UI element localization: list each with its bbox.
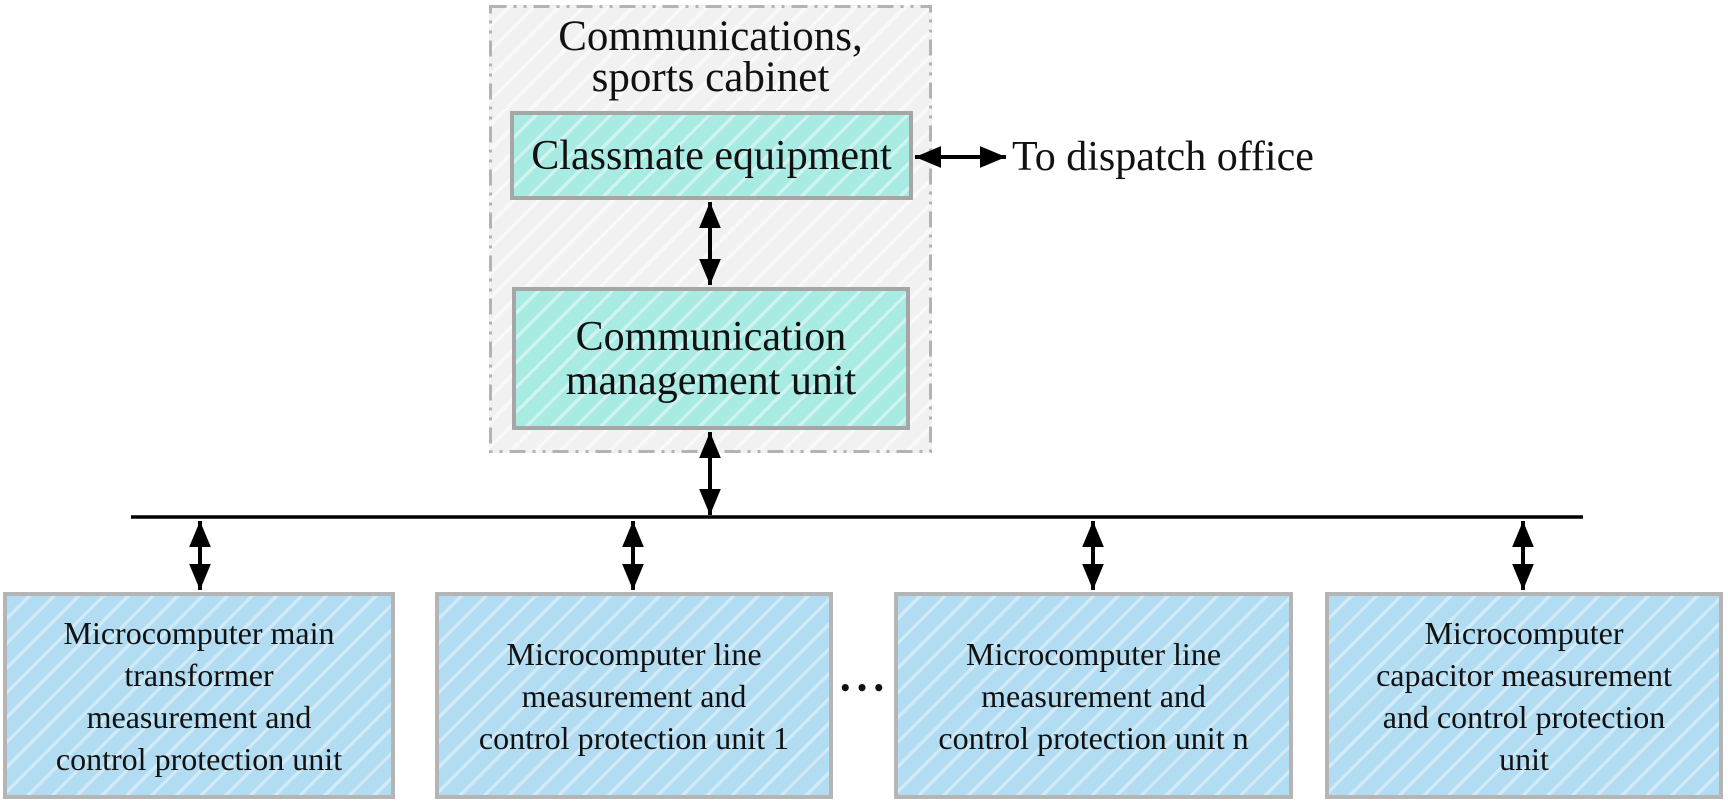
unit-label: Microcomputer line measurement and contr… [478, 635, 790, 756]
communication-management-box: Communication management unit [512, 287, 910, 430]
cabinet-title: Communications, sports cabinet [558, 13, 863, 101]
unit-box-main-transformer: Microcomputer main transformer measureme… [3, 592, 395, 799]
unit-label: Microcomputer main transformer measureme… [55, 614, 343, 777]
unit-box-line-n: Microcomputer line measurement and contr… [894, 592, 1293, 799]
unit-box-capacitor: Microcomputer capacitor measurement and … [1325, 592, 1723, 799]
ellipsis-dots: ••• [838, 676, 890, 700]
classmate-equipment-label: Classmate equipment [531, 132, 892, 179]
dispatch-office-label: To dispatch office [1012, 134, 1314, 180]
communication-management-label: Communication management unit [565, 313, 857, 404]
classmate-equipment-box: Classmate equipment [510, 111, 913, 200]
unit-label: Microcomputer capacitor measurement and … [1376, 614, 1672, 777]
unit-box-line-1: Microcomputer line measurement and contr… [435, 592, 833, 799]
unit-label: Microcomputer line measurement and contr… [938, 635, 1249, 756]
